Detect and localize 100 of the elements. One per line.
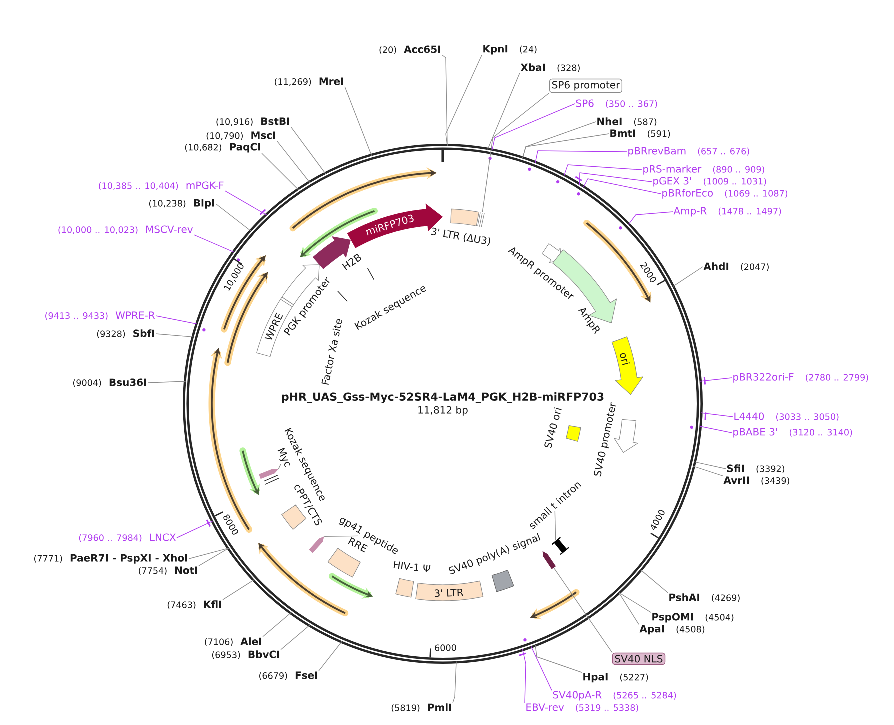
site-label: (5819) PmlI <box>392 704 452 712</box>
primer-label: pBR322ori-F (2780 .. 2799) <box>734 373 868 383</box>
leader-line <box>579 172 652 186</box>
leader-line <box>198 548 230 566</box>
leader-line <box>188 548 230 560</box>
feature-box: SV40 ori <box>544 408 582 449</box>
node-label: SV40 ori <box>544 408 562 449</box>
leader-line <box>224 190 268 216</box>
site-label: PshAI (4269) <box>670 594 740 602</box>
leader-line <box>176 520 214 538</box>
orf-arc <box>240 448 261 496</box>
leader-line <box>700 412 734 418</box>
leader-line <box>535 644 582 673</box>
primer-label: pBABE 3' (3120 .. 3140) <box>734 428 852 438</box>
leader-line <box>156 316 198 325</box>
leader-line <box>554 568 613 654</box>
feature-marker <box>259 468 279 480</box>
site-label: (6953) BbvCI <box>212 650 280 660</box>
primer-label: pGEX 3' (1009 .. 1031) <box>654 177 766 187</box>
leader-line <box>262 153 300 190</box>
leader-line <box>482 92 550 212</box>
leader-line <box>700 426 732 434</box>
leader-line <box>522 649 526 704</box>
site-label: (10,238) BlpI <box>149 199 214 209</box>
leader-line <box>628 212 674 226</box>
leader-line <box>276 140 310 184</box>
tick-label: 6000 <box>435 644 456 652</box>
site-label: NheI (587) <box>598 118 657 126</box>
leader-line <box>216 204 252 232</box>
leader-line <box>694 462 726 470</box>
feature-label: Factor Xa site <box>322 319 342 386</box>
leader-line <box>640 570 668 594</box>
leader-line <box>318 641 342 672</box>
feature-block: SV40 promoter <box>594 402 638 477</box>
site-label: KpnI (24) <box>484 45 537 55</box>
primer-label: Amp-R (1478 .. 1497) <box>674 207 782 217</box>
leader-line <box>194 234 234 253</box>
leader-line <box>564 164 642 176</box>
primer-label: pBRrevBam (657 .. 676) <box>628 147 750 157</box>
site-label: (10,682) PaqCI <box>185 143 260 153</box>
site-label: (7106) AleI <box>205 638 262 646</box>
node-label: HIV-1 Ψ <box>394 561 431 572</box>
leader-line <box>148 381 186 384</box>
plasmid-size: 11,812 bp <box>418 406 468 416</box>
primer-label: EBV-rev (5319 .. 5338) <box>526 704 638 712</box>
site-label: (7754) NotI <box>139 566 198 576</box>
leader-line <box>344 86 372 156</box>
primer-label: (9413 .. 9433) WPRE-R <box>46 312 156 320</box>
leader-line <box>672 266 704 288</box>
leader-line <box>487 72 520 150</box>
primer-label: pBRforEco (1069 .. 1087) <box>662 189 788 199</box>
leader-line <box>530 646 552 691</box>
orf-arc <box>258 542 349 617</box>
leader-line <box>583 178 662 194</box>
site-label: (10,790) MscI <box>206 132 276 140</box>
site-label: BmtI (591) <box>610 130 670 138</box>
node-label: SV40 promoter <box>594 402 616 477</box>
leader-line <box>290 126 326 174</box>
intron-marker <box>552 537 570 556</box>
leader-line <box>700 378 732 382</box>
primer-label: (10,385 .. 10,404) mPGK-F <box>99 182 224 190</box>
leader-line <box>492 104 576 151</box>
feature-marker <box>309 536 324 554</box>
primer-label: L4440 (3033 .. 3050) <box>734 412 839 422</box>
primer-label: pRS-marker (890 .. 909) <box>644 165 764 175</box>
feature-block: ori <box>612 336 644 396</box>
site-label: XbaI (328) <box>520 64 580 72</box>
site-label: (20) Acc65I <box>380 46 440 54</box>
leader-line <box>618 592 640 625</box>
leader-line <box>222 580 255 600</box>
site-label: (6679) FseI <box>260 672 318 680</box>
leader-line <box>535 150 628 164</box>
leader-line <box>446 55 482 146</box>
site-label: ApaI (4508) <box>640 625 705 635</box>
site-label: AhdI (2047) <box>704 262 769 272</box>
leader-line <box>442 54 448 146</box>
leader-line <box>693 466 724 476</box>
leader-line <box>452 661 457 704</box>
site-label: AvrII (3439) <box>724 476 790 486</box>
primer-label: (10,000 .. 10,023) MSCV-rev <box>58 226 194 234</box>
site-label: (7771) PaeR7I - PspXI - XhoI <box>34 554 188 564</box>
leader-line <box>278 464 282 470</box>
leader-line <box>618 592 652 613</box>
plasmid-name: pHR_UAS_Gss-Myc-52SR4-LaM4_PGK_H2B-miRFP703 <box>282 392 604 404</box>
site-label: PspOMI (4504) <box>652 613 734 623</box>
site-label: SfiI (3392) <box>727 464 785 474</box>
label-box: SV40 NLS <box>612 652 666 666</box>
tick-label: 4000 <box>650 510 665 530</box>
leader-line <box>262 612 292 638</box>
feature-box: 3' LTR <box>416 580 484 602</box>
site-label: (11,269) MreI <box>275 78 344 86</box>
leader-line <box>324 536 359 538</box>
site-label: (9328) SbfI <box>97 330 154 338</box>
feature-marker <box>542 551 556 570</box>
orf-arc <box>329 573 374 599</box>
leader-line <box>522 134 610 159</box>
primer-label: SP6 (350 .. 367) <box>576 100 658 108</box>
site-label: HpaI (5227) <box>584 673 648 683</box>
site-label: (7463) KflI <box>168 600 222 610</box>
primer-label: SV40pA-R (5265 .. 5284) <box>553 691 676 701</box>
